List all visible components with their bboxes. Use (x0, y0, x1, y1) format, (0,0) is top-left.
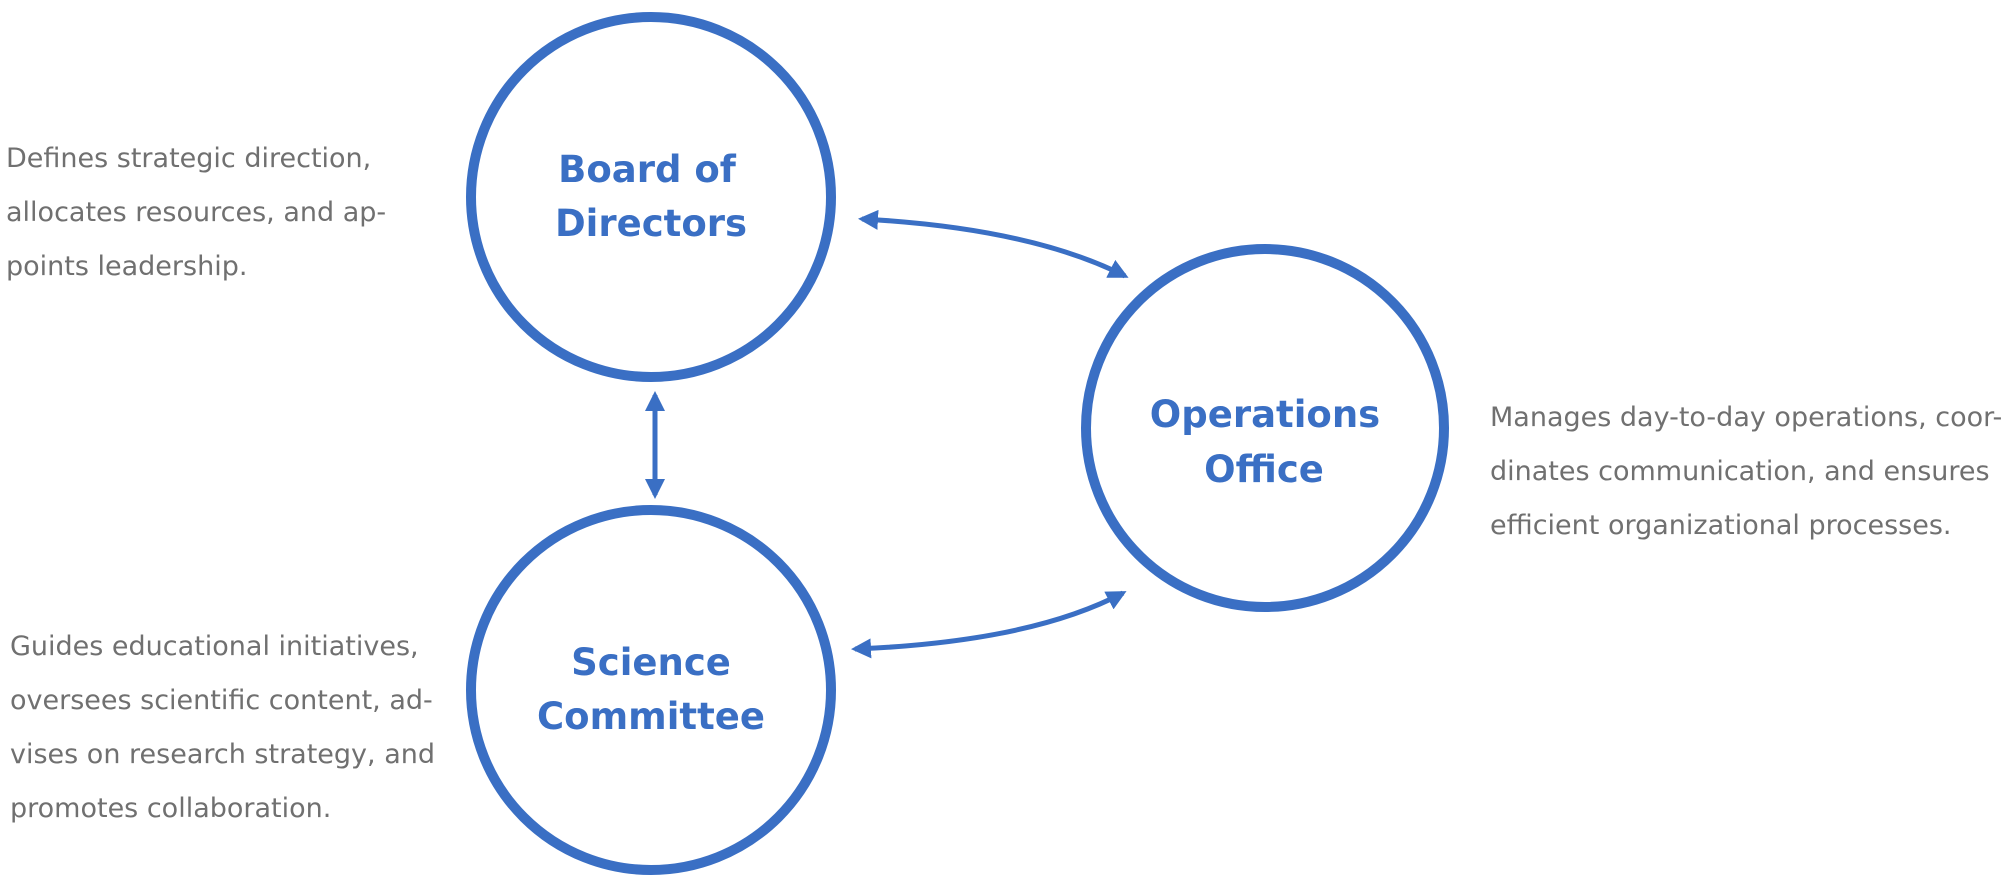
operations-description-line: efficient organizational processes. (1490, 510, 1952, 541)
operations-title-line-1: Operations (1150, 393, 1380, 436)
operations-description-line: dinates communication, and ensures (1490, 456, 1990, 487)
board-description: Defines strategic direction, allocates r… (6, 132, 386, 294)
science-circle (466, 505, 836, 875)
board-description-line: points leadership. (6, 251, 248, 282)
science-description-line: promotes collaboration. (10, 793, 332, 824)
node-board-of-directors: Board of Directors (466, 12, 836, 382)
operations-description: Manages day-to-day operations, coor- din… (1490, 391, 2002, 553)
science-description-line: oversees scientific content, ad- (10, 685, 433, 716)
science-description-line: vises on research strategy, and (10, 739, 435, 770)
science-description: Guides educational initiatives, oversees… (10, 620, 435, 836)
node-science-committee: Science Committee (466, 505, 836, 875)
board-description-line: allocates resources, and ap- (6, 197, 387, 228)
board-description-line: Defines strategic direction, (6, 143, 372, 174)
connector-board-operations (858, 209, 1129, 279)
science-description-line: Guides educational initiatives, (10, 631, 419, 662)
operations-description-line: Manages day-to-day operations, coor- (1490, 402, 2003, 433)
operations-circle (1081, 244, 1449, 612)
node-operations-office: Operations Office (1081, 244, 1449, 612)
science-title-line-1: Science (571, 641, 731, 684)
board-title-line-2: Directors (555, 202, 747, 245)
board-circle (466, 12, 836, 382)
science-title-line-2: Committee (537, 695, 765, 738)
board-title-line-1: Board of (558, 148, 737, 191)
operations-title-line-2: Office (1204, 448, 1324, 491)
connector-science-operations (851, 590, 1127, 659)
